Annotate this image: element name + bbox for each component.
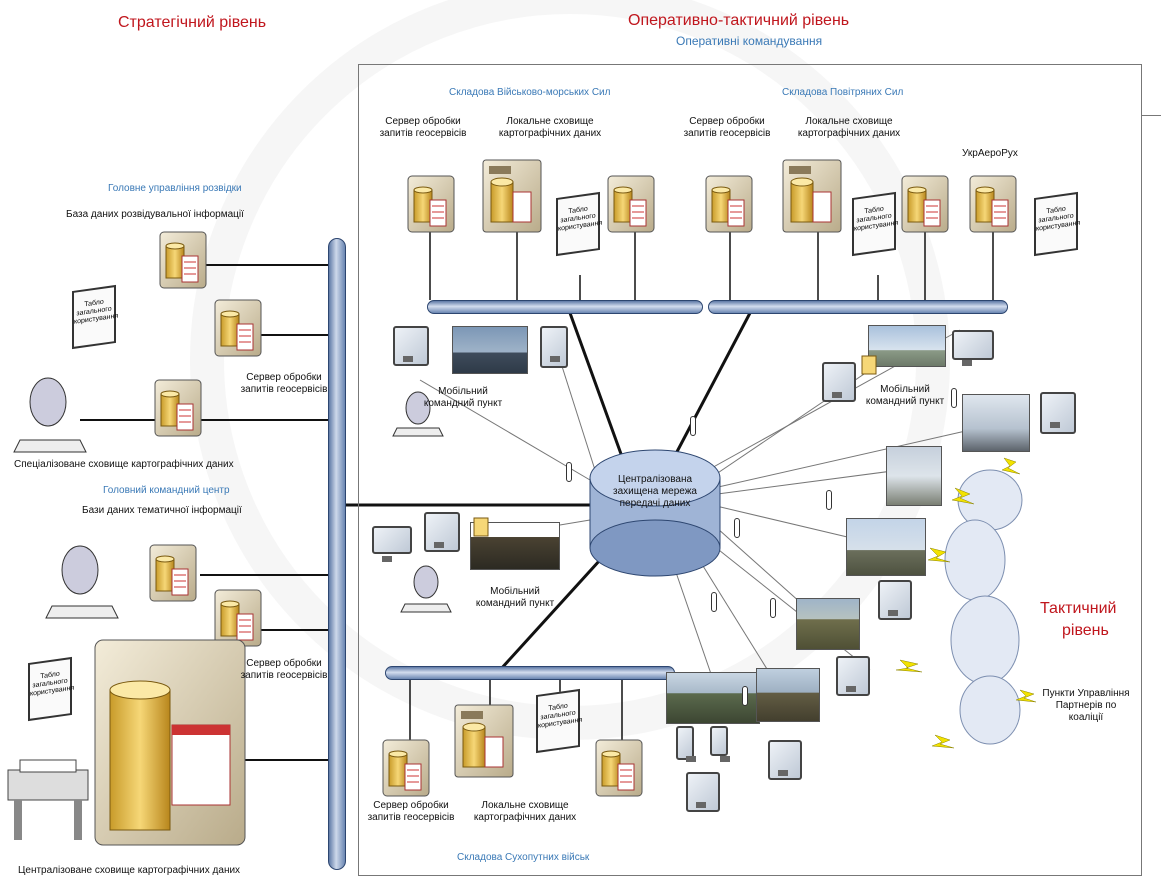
workstation-monitor — [540, 326, 568, 368]
navy-server-label: Сервер обробки запитів геосервісів — [379, 116, 467, 139]
awacs-aircraft-photo — [868, 325, 946, 367]
central-storage-icon — [94, 639, 246, 846]
tactical-level-title-line2: рівень — [1062, 622, 1109, 639]
land-server-label: Сервер обробки запитів геосервісів — [367, 800, 455, 823]
satellite-dish-icon — [392, 391, 444, 437]
strategic-vertical-bus — [328, 238, 346, 870]
navy-bus — [427, 300, 703, 314]
laptop-icon — [372, 526, 412, 562]
antenna-icon — [734, 518, 740, 538]
airforce-storage-label: Локальне сховище картографічних даних — [797, 116, 901, 139]
thematic-db-label: Бази даних тематичної інформації — [82, 505, 242, 516]
workstation-monitor — [768, 740, 802, 780]
aircraft-carrier-photo — [452, 326, 528, 374]
strategic-level-title: Стратегічний рівень — [118, 14, 267, 31]
lightning-icon — [931, 734, 955, 749]
tactical-level-title-line1: Тактичний — [1040, 600, 1117, 617]
workstation-monitor — [393, 326, 429, 366]
workstation-monitor — [424, 512, 460, 552]
operational-area-frame — [358, 64, 1142, 876]
antenna-icon — [826, 490, 832, 510]
navy-storage-label: Локальне сховище картографічних даних — [498, 116, 602, 139]
workstation-monitor — [878, 580, 912, 620]
air-defense-photo — [846, 518, 926, 576]
central-storage-label: Централізоване сховище картографічних да… — [18, 865, 241, 876]
intel-db-label: База даних розвідувальної інформації — [66, 209, 244, 220]
frame-tick — [1142, 115, 1161, 116]
antenna-icon — [690, 416, 696, 436]
command-header: Головний командний центр — [103, 485, 230, 496]
helicopter-photo — [886, 446, 942, 506]
satellite-dish-icon — [13, 377, 87, 453]
mobile-cp-label-air: Мобільний командний пункт — [865, 384, 945, 407]
airforce-bus — [708, 300, 1008, 314]
ukraero-label: УкрАероРух — [962, 148, 1018, 159]
workstation-monitor — [1040, 392, 1076, 434]
mobile-cp-label-land: Мобільний командний пункт — [475, 586, 555, 609]
plotter-icon — [7, 759, 89, 840]
operational-commands-subtitle: Оперативні командування — [676, 34, 823, 48]
intel-header: Головне управління розвідки — [108, 183, 242, 194]
workstation-monitor — [822, 362, 856, 402]
central-network-icon — [589, 449, 721, 577]
mini-db-icon — [473, 517, 489, 537]
airforce-server-label: Сервер обробки запитів геосервісів — [683, 116, 771, 139]
antenna-icon — [742, 686, 748, 706]
handheld-device-icon — [676, 726, 696, 762]
handheld-device-icon — [710, 726, 730, 762]
server1-label: Сервер обробки запитів геосервісів — [240, 372, 328, 395]
special-storage-label: Спеціалізоване сховище картографічних да… — [14, 459, 234, 470]
coalition-cloud-icon — [944, 469, 1023, 745]
lightning-icon — [1015, 689, 1037, 703]
satellite-dish-icon — [400, 565, 452, 613]
antenna-icon — [951, 388, 957, 408]
lightning-icon — [895, 659, 923, 673]
antenna-icon — [711, 592, 717, 612]
operational-level-title: Оперативно-тактичний рівень — [628, 12, 850, 29]
antenna-icon — [770, 598, 776, 618]
mini-db-icon — [861, 355, 877, 375]
lightning-icon — [1001, 457, 1021, 475]
satellite-dish-icon — [45, 545, 119, 619]
tank-photo — [796, 598, 860, 650]
partners-label: Пункти Управління Партнерів по коаліції — [1042, 688, 1130, 723]
fighter-jet-photo — [962, 394, 1030, 452]
workstation-monitor — [686, 772, 720, 812]
land-storage-label: Локальне сховище картографічних даних — [473, 800, 577, 823]
lightning-icon — [951, 487, 975, 505]
workstation-monitor — [836, 656, 870, 696]
howitzer-photo — [756, 668, 820, 722]
server2-label: Сервер обробки запитів геосервісів — [240, 658, 328, 681]
airforce-header: Складова Повітряних Сил — [782, 87, 904, 98]
land-header: Складова Сухопутних військ — [457, 852, 590, 863]
navy-header: Складова Військово-морських Сил — [449, 87, 611, 98]
laptop-icon — [952, 330, 994, 366]
mobile-cp-label-navy: Мобільний командний пункт — [423, 386, 503, 409]
central-network-label: Централізована захищена мережа передачі … — [613, 474, 697, 509]
lightning-icon — [927, 547, 951, 563]
antenna-icon — [566, 462, 572, 482]
